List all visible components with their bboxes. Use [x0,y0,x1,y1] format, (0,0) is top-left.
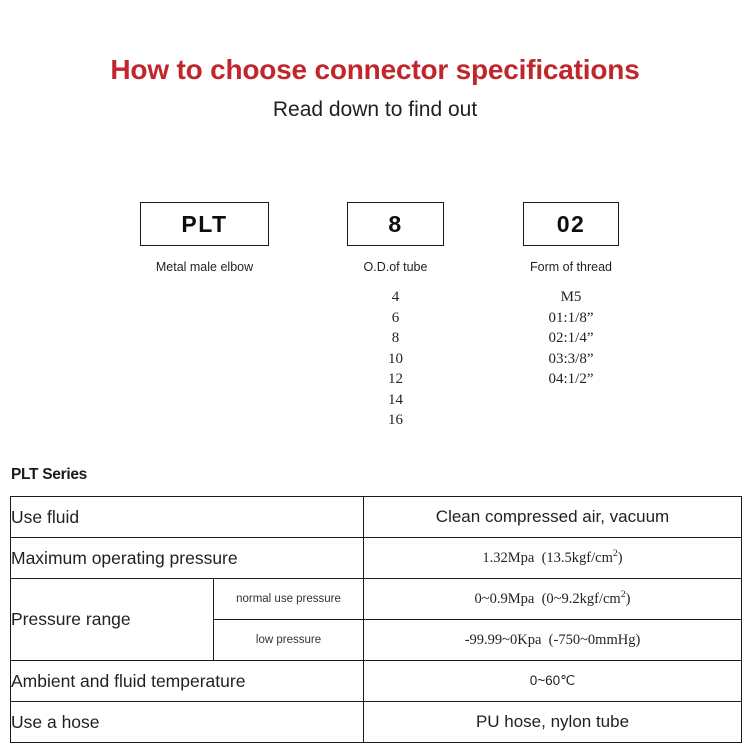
spec-value-normal-use-pressure: 0~0.9Mpa (0~9.2kgf/cm2) [363,578,742,620]
code-box-thread-form: 02 [523,202,619,246]
list-item: 14 [388,391,403,408]
spec-label-max-operating-pressure: Maximum operating pressure [10,537,364,579]
specification-table: Use fluid Clean compressed air, vacuum M… [10,496,742,743]
list-item: 10 [388,350,403,367]
list-item: 6 [391,309,400,326]
table-row: Pressure range normal use pressure 0~0.9… [10,578,742,661]
table-row: Use fluid Clean compressed air, vacuum [10,496,742,538]
code-caption-tube-od: O.D.of tube [363,260,428,274]
list-item: M5 [560,289,582,305]
value-prefix: 1.32Mpa (13.5kgf/cm [482,549,613,566]
code-box-series: PLT [140,202,269,246]
code-caption-series: Metal male elbow [155,260,254,274]
table-row: Ambient and fluid temperature 0~60℃ [10,660,742,702]
page-title: How to choose connector specifications [110,54,640,85]
spec-value-max-operating-pressure: 1.32Mpa (13.5kgf/cm2) [363,537,742,579]
code-options-thread-form: M5 01:1/8” 02:1/4” 03:3/8” 04:1/2” [523,287,619,390]
code-column-thread-form: 02 Form of thread M5 01:1/8” 02:1/4” 03:… [523,202,619,390]
table-row: Maximum operating pressure 1.32Mpa (13.5… [10,537,742,579]
spec-value-low-pressure: -99.99~0Kpa (-750~0mmHg) [363,619,742,661]
spec-value-use-fluid: Clean compressed air, vacuum [363,496,742,538]
code-column-series: PLT Metal male elbow [140,202,269,274]
list-item: 03:3/8” [548,350,594,367]
list-item: 16 [388,412,403,428]
list-item: 12 [388,371,403,387]
series-label: PLT Series [11,466,87,483]
spec-value-ambient-fluid-temperature: 0~60℃ [363,660,742,702]
value-superscript: 2 [620,588,626,600]
spec-label-use-fluid: Use fluid [10,496,364,538]
list-item: 4 [391,289,400,305]
code-column-tube-od: 8 O.D.of tube 4 6 8 10 12 14 16 [347,202,444,431]
list-item: 04:1/2” [548,371,594,387]
page-subtitle: Read down to find out [272,98,478,122]
code-caption-thread-form: Form of thread [530,260,612,274]
code-box-tube-od: 8 [347,202,444,246]
list-item: 01:1/8” [548,309,594,326]
spec-label-pressure-range: Pressure range [10,578,214,661]
code-options-tube-od: 4 6 8 10 12 14 16 [347,287,444,431]
value-suffix: ) [617,549,623,566]
spec-value-use-a-hose: PU hose, nylon tube [363,701,742,743]
spec-label-ambient-fluid-temperature: Ambient and fluid temperature [10,660,364,702]
list-item: 8 [391,330,400,346]
value-prefix: 0~0.9Mpa (0~9.2kgf/cm [474,590,621,607]
spec-sublabel-normal-use-pressure: normal use pressure [213,578,364,620]
value-superscript: 2 [612,547,618,559]
table-row: Use a hose PU hose, nylon tube [10,701,742,743]
specification-table-wrapper: Use fluid Clean compressed air, vacuum M… [10,496,742,743]
list-item: 02:1/4” [548,330,594,346]
spec-label-use-a-hose: Use a hose [10,701,364,743]
part-number-breakdown: PLT Metal male elbow 8 O.D.of tube 4 6 8… [0,202,750,452]
spec-sublabel-low-pressure: low pressure [213,619,364,661]
page-header: How to choose connector specifications R… [0,0,750,122]
value-suffix: ) [625,590,631,607]
